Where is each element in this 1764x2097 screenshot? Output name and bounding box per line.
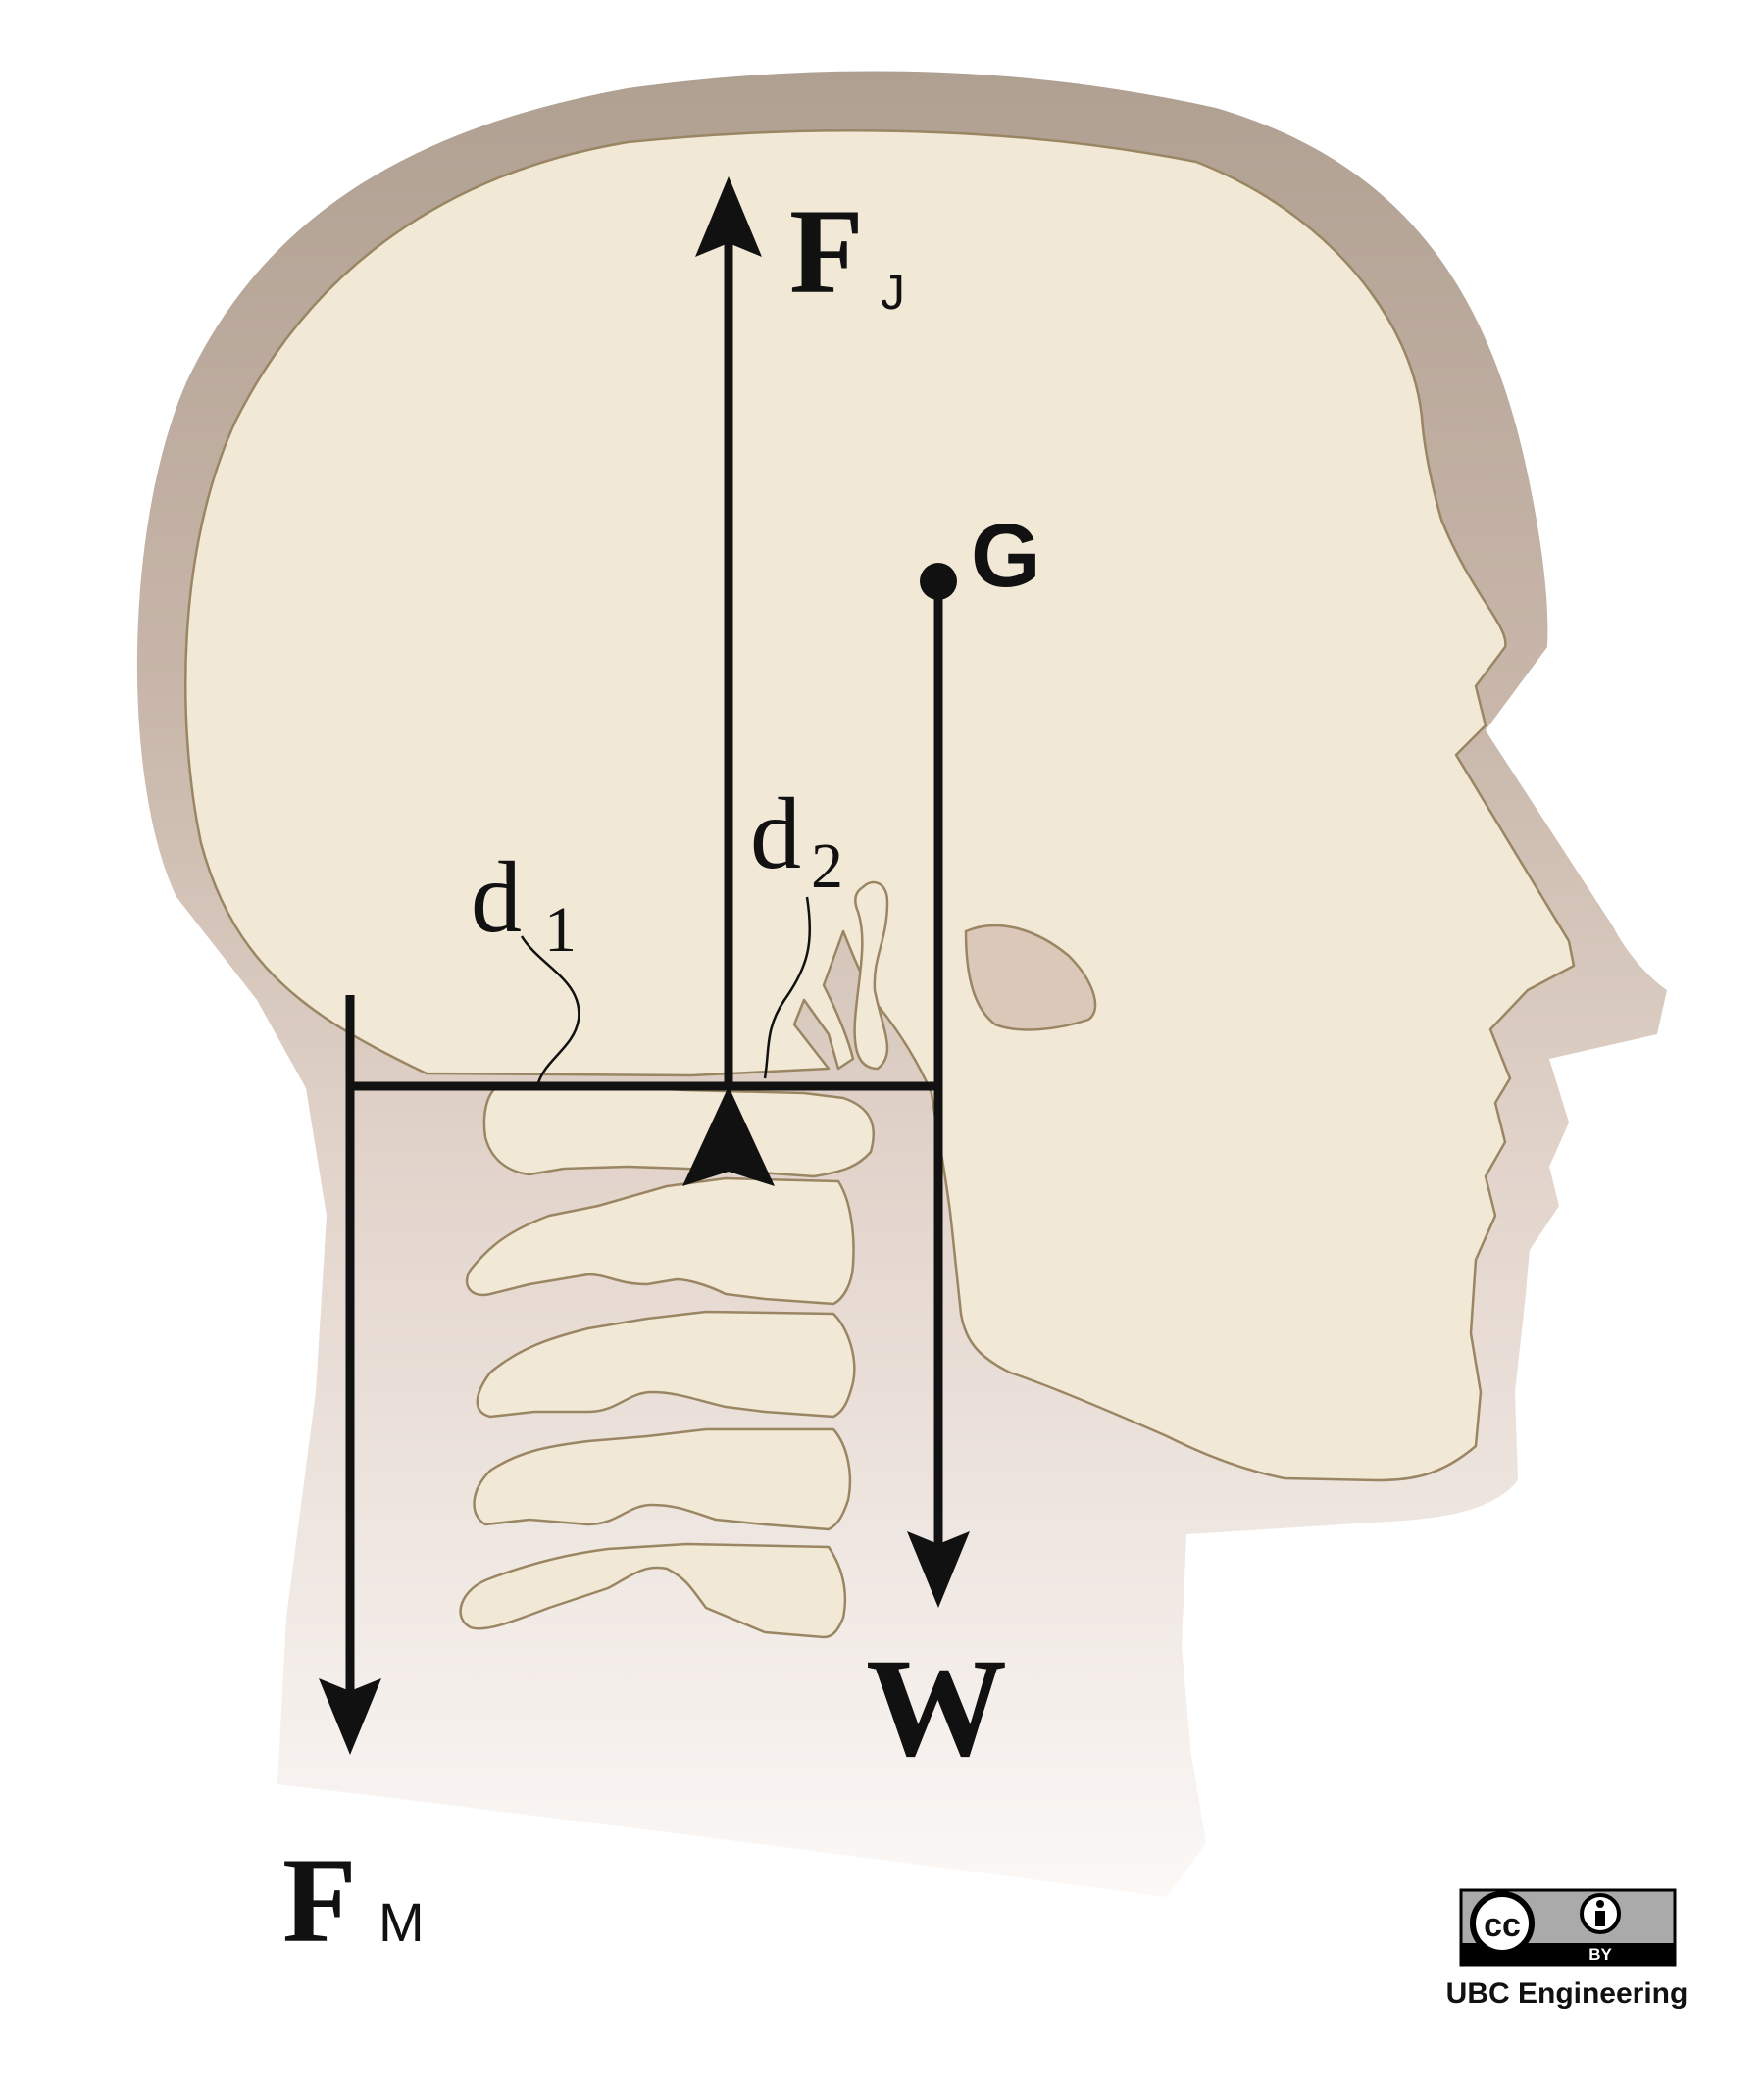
d1-subscript: 1 — [544, 894, 577, 966]
attribution-icon-head — [1596, 1900, 1604, 1908]
force-joint-label: F — [789, 184, 864, 319]
vertebra-c4 — [473, 1427, 852, 1531]
attribution-icon-body — [1595, 1911, 1605, 1926]
vertebra-c2 — [465, 1176, 855, 1306]
vertebra-c3 — [476, 1310, 856, 1419]
force-vectors — [319, 176, 970, 1755]
by-mark: BY — [1588, 1945, 1612, 1964]
attribution-text: UBC Engineering — [1446, 1977, 1688, 2010]
ear-canal — [964, 924, 1097, 1031]
cc-icon-text: cc — [1484, 1907, 1521, 1944]
force-muscle-subscript: M — [378, 1891, 425, 1953]
vertebra-c1 — [482, 1084, 875, 1178]
force-muscle-label: F — [282, 1833, 357, 1968]
weight-arrowhead — [907, 1531, 970, 1608]
d1-label: d — [471, 841, 522, 954]
d1-pointer-line — [520, 935, 580, 1087]
force-joint-subscript: J — [881, 265, 905, 320]
cc-by-license-badge: cc BY — [1459, 1888, 1677, 1967]
d2-subscript: 2 — [811, 830, 843, 902]
muscle-force-arrowhead — [319, 1678, 381, 1755]
joint-pivot-arrowhead — [682, 1086, 775, 1186]
d2-pointer-line — [763, 896, 812, 1079]
center-of-gravity-dot — [920, 563, 957, 600]
cervical-vertebrae — [459, 1084, 875, 1639]
joint-force-arrowhead — [695, 176, 762, 257]
d2-label: d — [750, 777, 801, 890]
center-of-gravity-label: G — [971, 506, 1041, 606]
skull — [184, 129, 1576, 1482]
mastoid-process — [853, 880, 889, 1071]
vertebra-c5 — [459, 1542, 847, 1639]
weight-label: W — [866, 1630, 1007, 1786]
cc-icon — [1470, 1891, 1535, 1956]
